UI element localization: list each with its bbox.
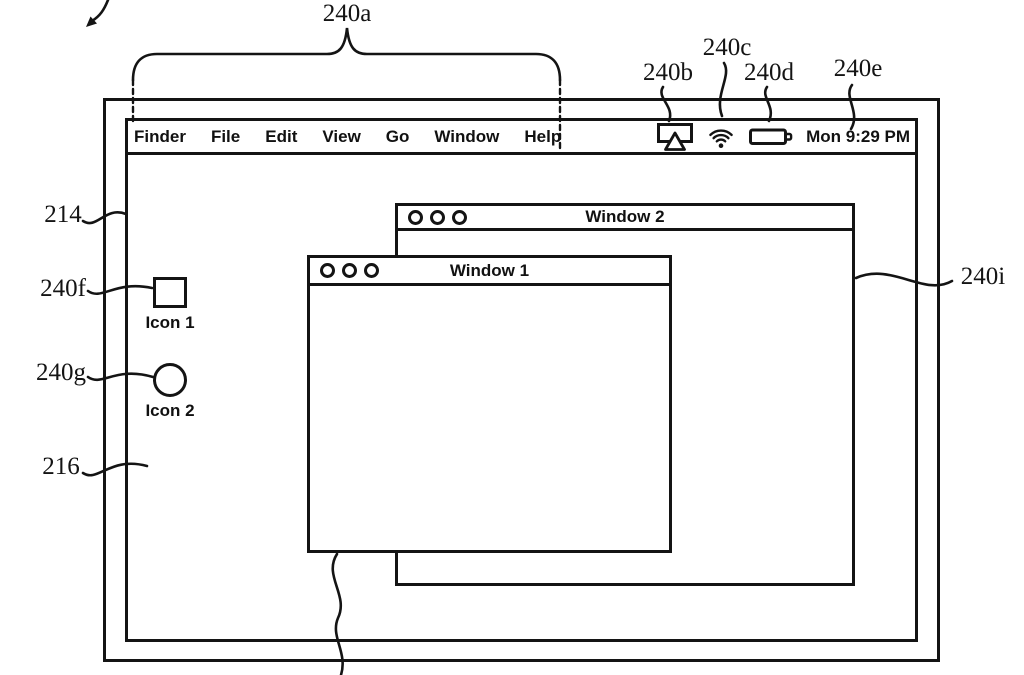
desktop-icon-1 (153, 277, 187, 308)
window-control-dot (364, 263, 379, 278)
menu-item-view: View (322, 126, 361, 146)
ref-label-240g: 240g (36, 359, 86, 386)
menu-item-go: Go (385, 126, 410, 146)
menu-item-help: Help (524, 126, 562, 146)
battery-icon (749, 128, 793, 145)
menu-bar-clock: Mon 9:29 PM (806, 126, 910, 146)
ref-label-240c: 240c (702, 34, 752, 61)
desktop-icon-2 (153, 363, 187, 397)
corner-arrow (90, 0, 110, 23)
ref-label-240a: 240a (322, 0, 372, 27)
ref-label-240f: 240f (40, 275, 86, 302)
corner-arrow-head (86, 16, 97, 27)
window-1-controls (320, 263, 379, 278)
menu-items: Finder File Edit View Go Window Help (128, 127, 561, 147)
window-2-controls (408, 209, 467, 225)
ref-label-240b: 240b (643, 59, 693, 86)
window-control-dot (430, 209, 445, 225)
window-control-dot (342, 263, 357, 278)
window-2-title: Window 2 (585, 207, 665, 226)
ref-label-216: 216 (42, 453, 80, 480)
ref-label-240e: 240e (833, 55, 883, 82)
status-area: Mon 9:29 PM (657, 122, 915, 151)
window-control-dot (320, 263, 335, 278)
desktop-icon-1-label: Icon 1 (145, 313, 195, 332)
window-1-titlebar: Window 1 (310, 258, 669, 286)
desktop-icon-2-label: Icon 2 (145, 401, 195, 420)
ref-label-240d: 240d (744, 59, 794, 86)
ref-label-240i: 240i (960, 263, 1006, 290)
ref-label-214: 214 (44, 201, 82, 228)
airplay-icon (657, 122, 694, 151)
window-control-dot (408, 209, 423, 225)
window-1-title: Window 1 (449, 260, 530, 280)
wifi-icon (709, 128, 733, 148)
menu-item-file: File (210, 126, 241, 146)
menu-item-edit: Edit (265, 126, 298, 146)
menu-item-finder: Finder (134, 126, 186, 146)
brace-240a (131, 27, 562, 82)
menu-item-window: Window (434, 126, 500, 146)
menu-bar: Finder File Edit View Go Window Help (125, 118, 918, 155)
window-2-titlebar: Window 2 (398, 206, 852, 231)
window-control-dot (452, 209, 467, 225)
window-1: Window 1 (307, 255, 672, 553)
